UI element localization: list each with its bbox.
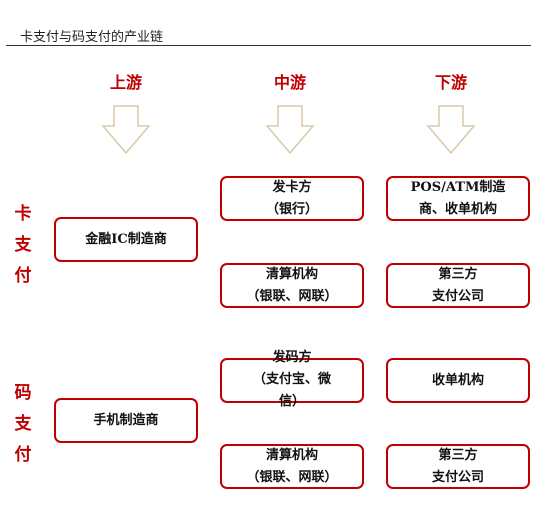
code-third-party-box: 第三方 支付公司 (386, 444, 530, 489)
code-acquirer-box: 收单机构 (386, 358, 530, 403)
code-issuer-box: 发码方 （支付宝、微 信） (220, 350, 364, 409)
code-upstream-box: 手机制造商 (54, 398, 198, 443)
card-upstream-box: 金融IC制造商 (54, 217, 198, 262)
figure-title: 卡支付与码支付的产业链 (20, 30, 164, 45)
stage-downstream: 下游 (434, 73, 467, 92)
card-pos-acquirer-box: POS/ATM制造 商、收单机构 (386, 176, 530, 221)
stage-upstream: 上游 (109, 73, 142, 92)
down-arrow-icon (426, 105, 476, 155)
card-third-party-box: 第三方 支付公司 (386, 263, 530, 308)
card-issuer-box: 发卡方 （银行） (220, 176, 364, 221)
side-label-code-payment: 码 支 付 (14, 383, 32, 465)
code-clearing-box: 清算机构 （银联、网联） (220, 444, 364, 489)
side-label-card-payment: 卡 支 付 (14, 204, 32, 286)
title-divider (6, 45, 531, 46)
down-arrow-icon (101, 105, 151, 155)
card-clearing-box: 清算机构 （银联、网联） (220, 263, 364, 308)
down-arrow-icon (265, 105, 315, 155)
stage-midstream: 中游 (273, 73, 306, 92)
